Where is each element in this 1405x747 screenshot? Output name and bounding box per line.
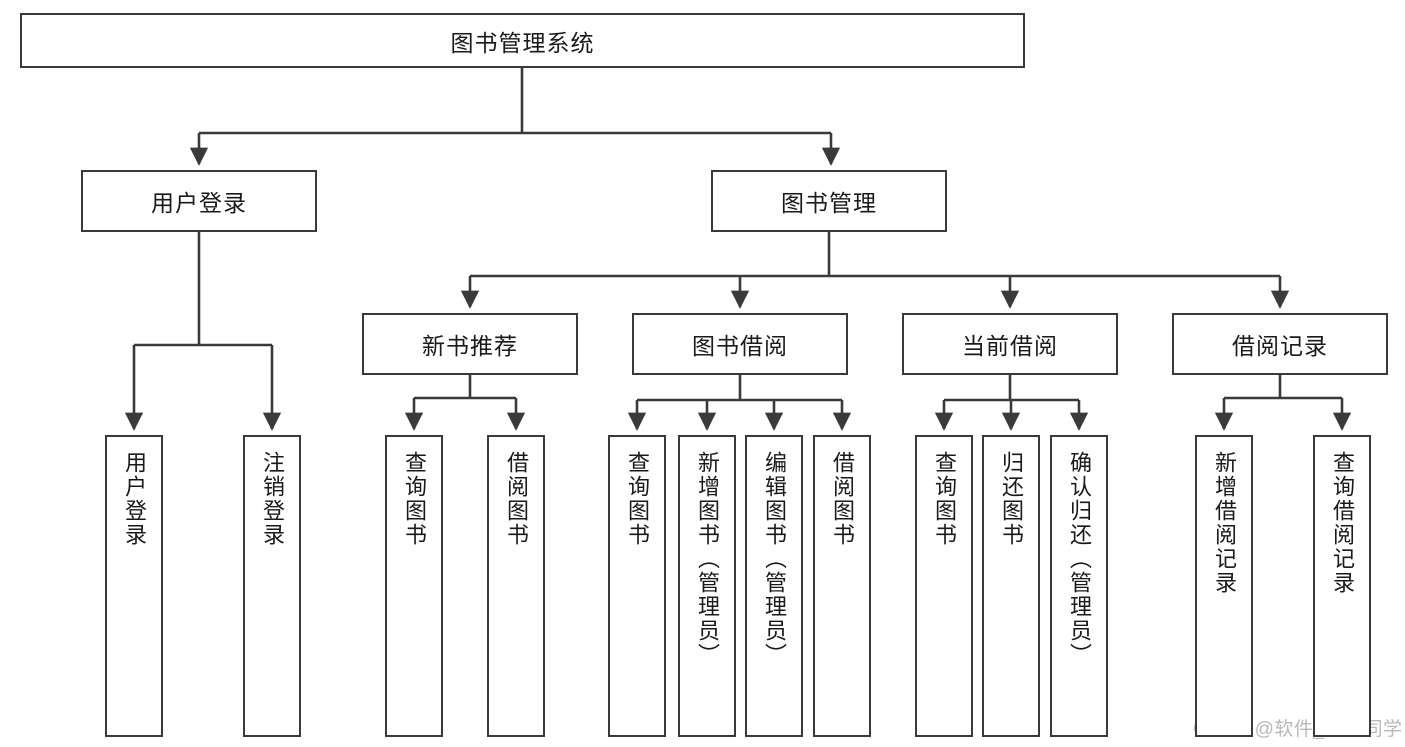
node-leaf-query-book-3-label: 查询图书 xyxy=(931,451,957,547)
node-leaf-borrow-book-2-label: 借阅图书 xyxy=(829,451,855,547)
node-leaf-query-book-1[interactable]: 查询图书 xyxy=(385,435,443,737)
node-root-system[interactable]: 图书管理系统 xyxy=(20,13,1025,68)
node-borrow-record[interactable]: 借阅记录 xyxy=(1172,313,1388,375)
node-borrow-record-label: 借阅记录 xyxy=(1232,333,1328,359)
node-leaf-query-book-2-label: 查询图书 xyxy=(624,451,650,547)
node-leaf-confirm-return[interactable]: 确认归还（管理员） xyxy=(1050,435,1108,737)
node-leaf-query-record-label: 查询借阅记录 xyxy=(1329,451,1355,595)
node-leaf-return-book[interactable]: 归还图书 xyxy=(982,435,1040,737)
node-leaf-confirm-return-label: 确认归还（管理员） xyxy=(1066,451,1092,667)
node-leaf-add-record-label: 新增借阅记录 xyxy=(1211,451,1237,595)
node-current-borrow-label: 当前借阅 xyxy=(962,333,1058,359)
node-new-book-recommend[interactable]: 新书推荐 xyxy=(362,313,578,375)
node-leaf-borrow-book-2[interactable]: 借阅图书 xyxy=(813,435,871,737)
node-leaf-add-book-label: 新增图书（管理员） xyxy=(694,451,720,667)
node-leaf-borrow-book-1-label: 借阅图书 xyxy=(503,451,529,547)
node-leaf-user-logout[interactable]: 注销登录 xyxy=(243,435,301,737)
node-book-manage[interactable]: 图书管理 xyxy=(711,170,947,232)
node-current-borrow[interactable]: 当前借阅 xyxy=(902,313,1118,375)
node-leaf-edit-book[interactable]: 编辑图书（管理员） xyxy=(745,435,803,737)
node-leaf-query-book-3[interactable]: 查询图书 xyxy=(915,435,973,737)
node-leaf-query-book-1-label: 查询图书 xyxy=(401,451,427,547)
node-leaf-user-login[interactable]: 用户登录 xyxy=(105,435,163,737)
node-leaf-add-book[interactable]: 新增图书（管理员） xyxy=(678,435,736,737)
node-book-borrow[interactable]: 图书借阅 xyxy=(632,313,848,375)
node-leaf-borrow-book-1[interactable]: 借阅图书 xyxy=(487,435,545,737)
node-leaf-return-book-label: 归还图书 xyxy=(998,451,1024,547)
node-leaf-user-logout-label: 注销登录 xyxy=(259,451,285,547)
node-book-manage-label: 图书管理 xyxy=(781,190,877,216)
node-leaf-add-record[interactable]: 新增借阅记录 xyxy=(1195,435,1253,737)
node-leaf-query-record[interactable]: 查询借阅记录 xyxy=(1313,435,1371,737)
node-leaf-edit-book-label: 编辑图书（管理员） xyxy=(761,451,787,667)
node-root-system-label: 图书管理系统 xyxy=(450,29,595,56)
node-user-login[interactable]: 用户登录 xyxy=(81,170,317,232)
node-leaf-user-login-label: 用户登录 xyxy=(121,451,147,547)
node-user-login-label: 用户登录 xyxy=(151,190,247,216)
node-book-borrow-label: 图书借阅 xyxy=(692,333,788,359)
node-new-book-recommend-label: 新书推荐 xyxy=(422,333,518,359)
node-leaf-query-book-2[interactable]: 查询图书 xyxy=(608,435,666,737)
